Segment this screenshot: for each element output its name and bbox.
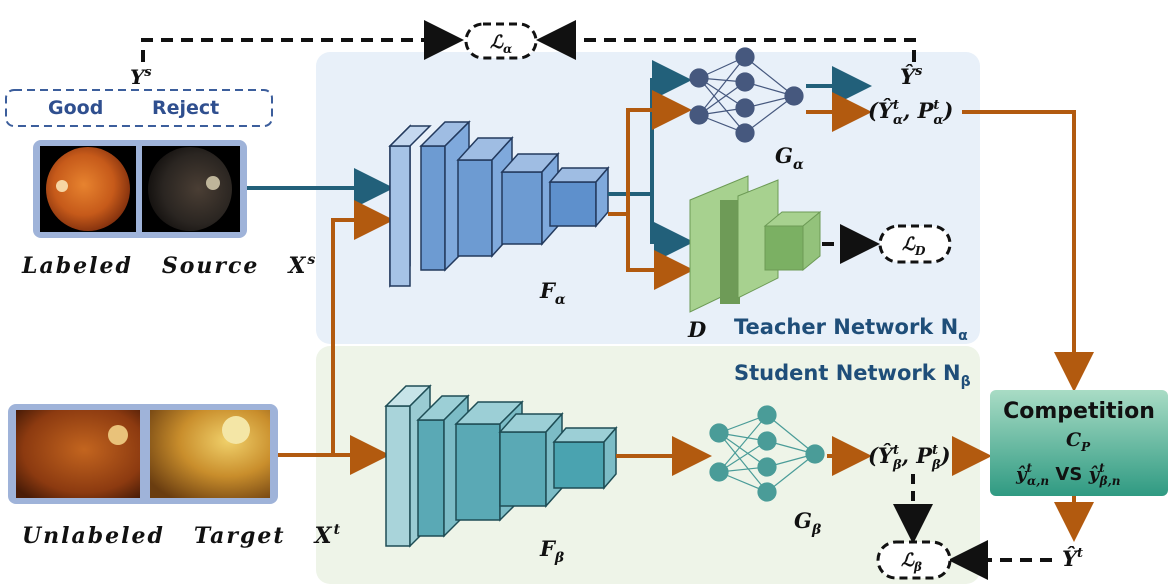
target-optic-disc-1 <box>108 425 128 445</box>
g-alpha-label: Gα <box>775 143 804 173</box>
labeled-source-label: Labeled Source Xs <box>21 252 317 279</box>
unlabeled-target-label: Unlabeled Target Xt <box>22 522 342 549</box>
cp-label: CP <box>1066 429 1091 454</box>
yhat-s-to-loss-alpha-arrow <box>536 20 916 62</box>
loss-alpha-label: ℒα <box>490 32 512 56</box>
loss-d-box <box>878 224 952 264</box>
competition-title: Competition <box>1003 399 1155 424</box>
student-network-title: Student Network Nβ <box>734 361 971 390</box>
good-label: Good <box>48 97 103 119</box>
loss-beta-label: ℒβ <box>901 550 922 574</box>
g-beta-network <box>709 405 825 502</box>
ys-label: Ys <box>130 65 152 89</box>
source-fundus-image-2 <box>148 147 232 231</box>
discriminator <box>689 175 822 313</box>
target-fundus-image-1 <box>16 410 140 498</box>
g-alpha-network <box>689 47 804 143</box>
label-options-box <box>5 89 273 127</box>
loss-alpha-box <box>464 22 538 60</box>
encoder-to-g-alpha-brown <box>608 90 692 216</box>
loss-d-label: ℒD <box>902 234 926 258</box>
f-alpha-label: Fα <box>539 278 566 308</box>
teacher-out-to-competition-arrow <box>962 110 1094 392</box>
target-fundus-image-2 <box>150 410 270 498</box>
encoder-to-d-arrow-teal <box>650 194 694 262</box>
d-label: D <box>687 317 707 342</box>
loss-beta-box <box>876 540 952 580</box>
teacher-encoder <box>388 120 610 288</box>
student-encoder <box>384 384 618 548</box>
f-beta-label: Fβ <box>539 536 565 566</box>
yhat-t-label: Ŷt <box>1062 546 1083 571</box>
yhat-s-label: Ŷs <box>900 64 923 89</box>
encoder-to-d-arrow-brown <box>626 214 694 290</box>
reject-label: Reject <box>152 97 219 119</box>
ys-to-loss-alpha-arrow <box>141 20 464 62</box>
teacher-network-title: Teacher Network Nα <box>734 315 968 344</box>
source-optic-disc-1 <box>56 180 68 192</box>
source-optic-disc-2 <box>206 176 220 190</box>
source-fundus-image-1 <box>46 147 130 231</box>
teacher-panel <box>316 52 980 344</box>
g-beta-label: Gβ <box>794 508 822 538</box>
target-to-teacher-arrow <box>331 200 394 455</box>
competition-box <box>990 390 1168 496</box>
target-lesion <box>222 416 250 444</box>
